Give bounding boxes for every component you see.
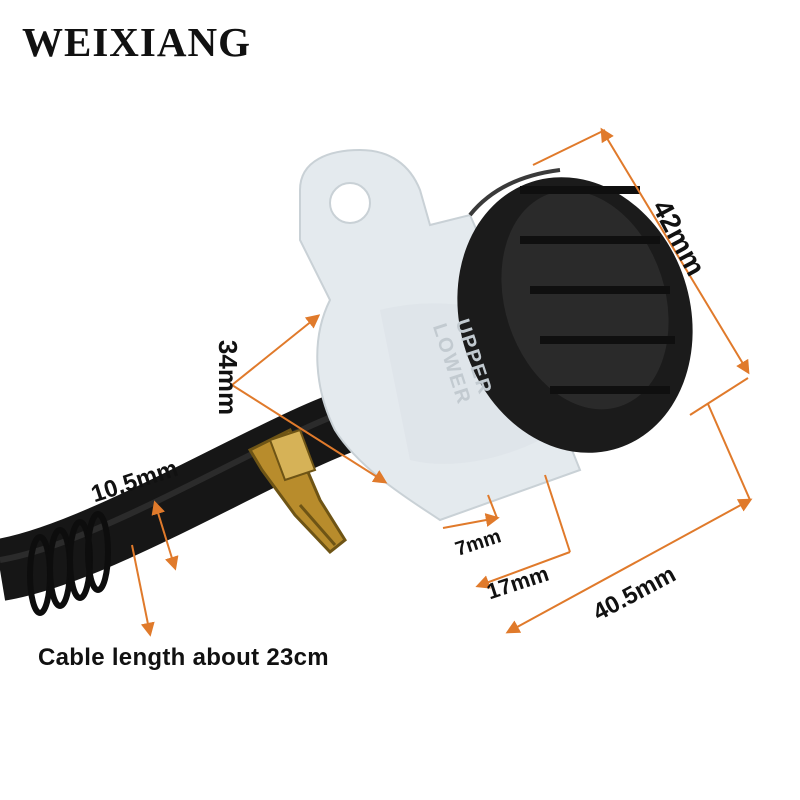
dimension-lines [131,127,753,637]
hose-spring [27,511,111,616]
body-height-label: 34mm [213,339,244,416]
brand-logo: WEIXIANG [22,19,251,65]
hose-clamp [247,427,347,555]
cable-length-caption: Cable length about 23cm [38,644,329,671]
